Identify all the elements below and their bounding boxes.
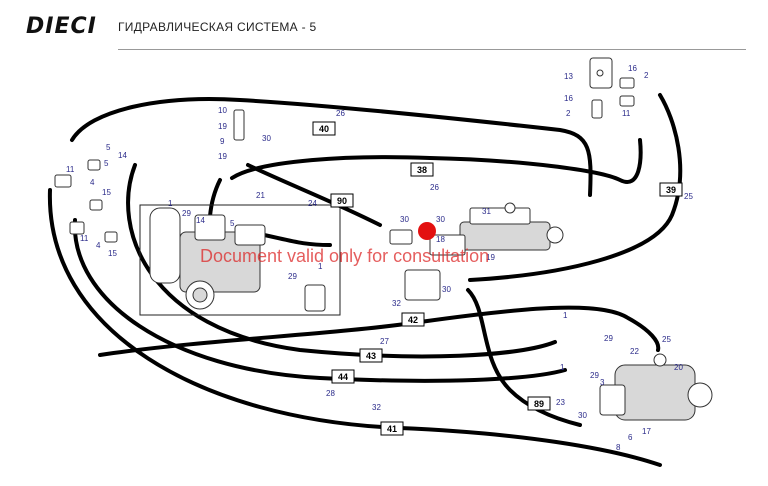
svg-text:10: 10 — [218, 106, 227, 115]
hose-38 — [230, 138, 643, 184]
valve-block — [404, 202, 564, 301]
hose-42 — [98, 305, 661, 357]
svg-text:30: 30 — [578, 411, 587, 420]
callout-numbers: 26 26 24 25 32 27 28 32 23 10 19 9 19 30… — [66, 64, 693, 452]
svg-text:2: 2 — [566, 109, 571, 118]
svg-text:11: 11 — [622, 109, 631, 118]
svg-text:5: 5 — [104, 159, 109, 168]
hose-44 — [72, 218, 567, 383]
watermark-text: Document valid only for consultation — [200, 246, 490, 266]
svg-text:11: 11 — [80, 234, 89, 243]
hose-43 — [126, 163, 557, 359]
svg-text:19: 19 — [486, 253, 495, 262]
hose-tag-44: 44 — [331, 369, 355, 384]
svg-text:42: 42 — [408, 315, 418, 325]
svg-text:13: 13 — [564, 72, 573, 81]
svg-text:26: 26 — [430, 183, 439, 192]
svg-text:24: 24 — [308, 199, 317, 208]
svg-text:89: 89 — [534, 399, 544, 409]
pump-assembly — [139, 204, 341, 316]
svg-text:44: 44 — [338, 372, 348, 382]
svg-text:3: 3 — [600, 378, 605, 387]
svg-text:19: 19 — [218, 152, 227, 161]
svg-text:20: 20 — [674, 363, 683, 372]
svg-text:26: 26 — [336, 109, 345, 118]
left-fittings — [54, 109, 413, 312]
svg-text:16: 16 — [564, 94, 573, 103]
svg-text:40: 40 — [319, 124, 329, 134]
header-divider — [118, 49, 746, 50]
svg-text:29: 29 — [604, 334, 613, 343]
svg-text:17: 17 — [642, 427, 651, 436]
svg-text:5: 5 — [106, 143, 111, 152]
svg-text:30: 30 — [262, 134, 271, 143]
hose-tag-90: 90 — [330, 193, 354, 208]
svg-text:32: 32 — [372, 403, 381, 412]
hose-40 — [70, 97, 593, 197]
svg-text:41: 41 — [387, 424, 397, 434]
svg-text:1: 1 — [560, 363, 565, 372]
svg-text:32: 32 — [392, 299, 401, 308]
hose-tag-43: 43 — [359, 348, 383, 363]
svg-text:8: 8 — [616, 443, 621, 452]
page-title: ГИДРАВЛИЧЕСКАЯ СИСТЕМА - 5 — [118, 20, 317, 34]
svg-text:90: 90 — [337, 196, 347, 206]
svg-text:6: 6 — [628, 433, 633, 442]
svg-text:30: 30 — [400, 215, 409, 224]
svg-text:30: 30 — [436, 215, 445, 224]
svg-text:1: 1 — [563, 311, 568, 320]
svg-text:15: 15 — [102, 188, 111, 197]
svg-text:16: 16 — [628, 64, 637, 73]
svg-text:29: 29 — [288, 272, 297, 281]
marker-dot — [418, 222, 436, 240]
svg-text:19: 19 — [218, 122, 227, 131]
hose-39 — [468, 93, 683, 282]
svg-text:25: 25 — [684, 192, 693, 201]
hose-41 — [47, 188, 662, 467]
hose-90 — [246, 163, 382, 227]
svg-text:29: 29 — [182, 209, 191, 218]
svg-text:31: 31 — [482, 207, 491, 216]
svg-text:25: 25 — [662, 335, 671, 344]
svg-text:9: 9 — [220, 137, 225, 146]
svg-text:28: 28 — [326, 389, 335, 398]
svg-text:39: 39 — [666, 185, 676, 195]
svg-text:18: 18 — [436, 235, 445, 244]
svg-text:4: 4 — [96, 241, 101, 250]
svg-text:1: 1 — [318, 262, 323, 271]
svg-text:4: 4 — [90, 178, 95, 187]
brand-logo: DIECI — [26, 14, 97, 39]
hose-tag-41: 41 — [380, 421, 404, 436]
svg-text:14: 14 — [196, 216, 205, 225]
svg-text:15: 15 — [108, 249, 117, 258]
svg-text:14: 14 — [118, 151, 127, 160]
svg-text:23: 23 — [556, 398, 565, 407]
hydraulic-motor — [599, 353, 713, 421]
svg-text:21: 21 — [256, 191, 265, 200]
hose-tag-39: 39 — [659, 182, 683, 197]
svg-text:1: 1 — [168, 199, 173, 208]
hose-tag-42: 42 — [401, 312, 425, 327]
svg-text:38: 38 — [417, 165, 427, 175]
hose-89 — [466, 288, 582, 427]
svg-text:5: 5 — [230, 219, 235, 228]
svg-text:30: 30 — [442, 285, 451, 294]
svg-text:43: 43 — [366, 351, 376, 361]
svg-text:27: 27 — [380, 337, 389, 346]
hose-tag-38: 38 — [410, 162, 434, 177]
svg-text:22: 22 — [630, 347, 639, 356]
svg-text:29: 29 — [590, 371, 599, 380]
top-bracket — [589, 57, 635, 119]
hose-tag-89: 89 — [527, 396, 551, 411]
svg-text:11: 11 — [66, 165, 75, 174]
page-header: DIECI ГИДРАВЛИЧЕСКАЯ СИСТЕМА - 5 — [0, 0, 768, 50]
svg-text:2: 2 — [644, 71, 649, 80]
hose-tag-40: 40 — [312, 121, 336, 136]
